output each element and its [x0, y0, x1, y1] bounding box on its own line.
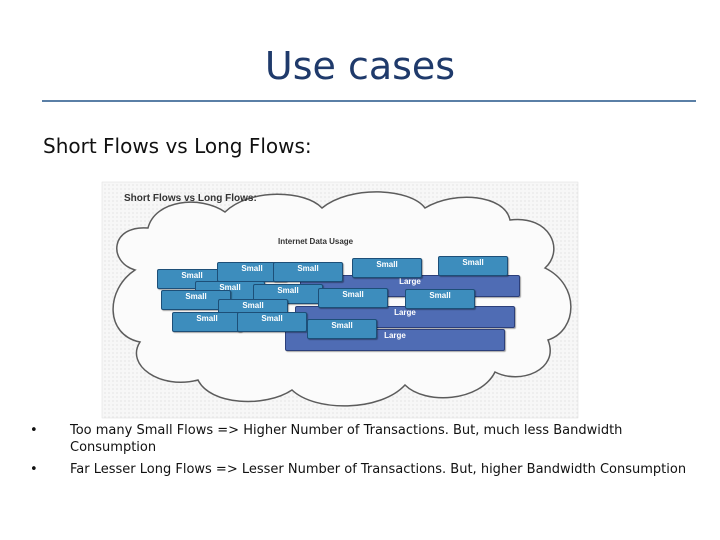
cloud-label: Internet Data Usage — [278, 237, 354, 246]
small-flow: Small — [237, 312, 307, 332]
bullet-marker: • — [30, 423, 38, 438]
small-flow: Small — [172, 312, 242, 332]
bullet-item: • Far Lesser Long Flows => Lesser Number… — [30, 461, 690, 478]
bullet-text: Far Lesser Long Flows => Lesser Number o… — [70, 462, 687, 477]
flow-label: Small — [277, 286, 299, 295]
flow-label: Small — [462, 258, 484, 267]
flow-label: Large — [394, 308, 416, 317]
flow-label: Small — [241, 264, 263, 273]
flow-label: Small — [261, 314, 283, 323]
flow-label: Small — [429, 291, 451, 300]
slide-title: Use cases — [264, 44, 456, 88]
bullet-text: Too many Small Flows => Higher Number of… — [70, 423, 623, 455]
bullet-list: • Too many Small Flows => Higher Number … — [30, 422, 690, 483]
flow-label: Small — [331, 321, 353, 330]
small-flow: Small — [405, 289, 475, 309]
flow-label: Small — [342, 290, 364, 299]
slide-subtitle: Short Flows vs Long Flows: — [43, 134, 312, 158]
flow-label: Small — [219, 283, 241, 292]
flow-label: Small — [297, 264, 319, 273]
small-flow: Small — [352, 258, 422, 278]
flow-label: Small — [376, 260, 398, 269]
bullet-marker: • — [30, 462, 38, 477]
flow-label: Large — [384, 331, 406, 340]
flow-label: Small — [185, 292, 207, 301]
small-flow: Small — [273, 262, 343, 282]
flow-label: Small — [181, 271, 203, 280]
flow-label: Large — [399, 277, 421, 286]
flows-cloud-figure: Short Flows vs Long Flows: Internet Data… — [100, 180, 580, 420]
flow-label: Small — [242, 301, 264, 310]
bullet-item: • Too many Small Flows => Higher Number … — [30, 422, 690, 456]
small-flow: Small — [318, 288, 388, 308]
flow-label: Small — [196, 314, 218, 323]
small-flow: Small — [307, 319, 377, 339]
figure-title: Short Flows vs Long Flows: — [124, 193, 257, 204]
title-divider — [42, 100, 696, 102]
small-flow: Small — [438, 256, 508, 276]
